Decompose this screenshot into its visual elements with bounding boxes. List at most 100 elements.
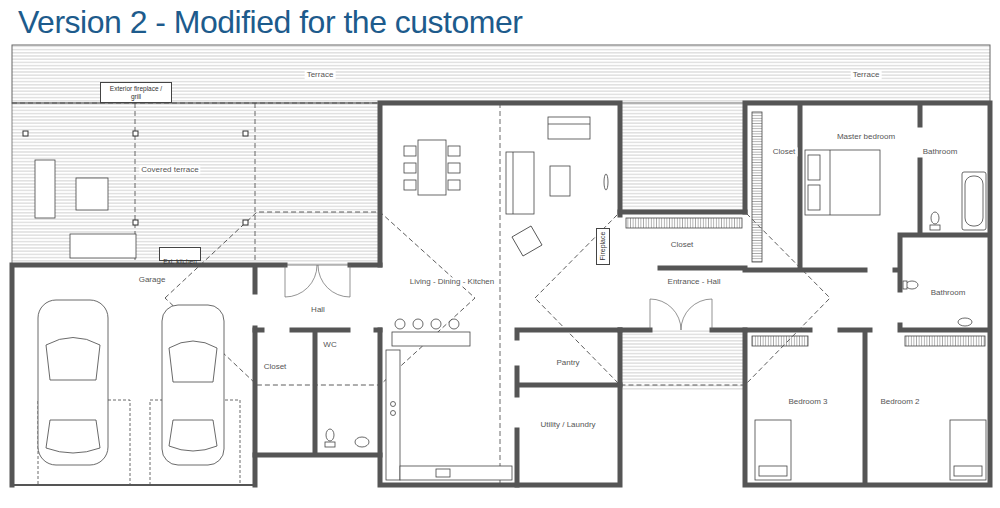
toilet <box>326 429 334 441</box>
hall-wall <box>255 330 380 455</box>
toilet-tank <box>903 281 907 289</box>
car <box>38 300 108 465</box>
bathtub-basin <box>965 176 983 226</box>
tv <box>604 174 608 190</box>
chair <box>404 146 416 156</box>
room-label: Closet <box>262 362 289 371</box>
post <box>133 220 138 225</box>
table <box>76 178 108 210</box>
garage-door <box>12 484 255 486</box>
closet-rail <box>752 112 762 262</box>
fireplace-grill-box: Exterior fireplace / grill <box>100 82 172 103</box>
sofa <box>506 152 534 214</box>
room-label: Living - Dining - Kitchen <box>408 277 496 286</box>
room-label: Closet <box>669 240 696 249</box>
car-windows <box>46 338 100 454</box>
pillow <box>759 466 787 476</box>
bed <box>805 150 880 215</box>
room-label: Pantry <box>554 358 581 367</box>
coffee-table <box>550 166 570 196</box>
pillow <box>808 155 820 180</box>
counter <box>400 466 512 480</box>
post <box>243 131 248 136</box>
stool <box>413 319 423 329</box>
sink <box>958 318 972 326</box>
post <box>133 131 138 136</box>
living-wall <box>380 103 620 485</box>
fireplace-box: Fireplace <box>596 228 610 265</box>
sink <box>436 469 450 477</box>
sink <box>355 437 369 447</box>
room-label: Bathroom <box>929 288 968 297</box>
stool <box>395 319 405 329</box>
bed <box>950 420 986 480</box>
closet-rail <box>905 336 985 346</box>
room-label: Hall <box>309 305 327 314</box>
sofa <box>35 160 55 218</box>
closet-rail <box>752 336 808 346</box>
car <box>162 305 224 465</box>
roof-diamond <box>165 212 830 385</box>
terrace-deck <box>12 45 990 103</box>
pantry-wall <box>517 330 620 485</box>
toilet-tank <box>325 442 335 447</box>
room-label: WC <box>321 340 338 349</box>
closet-rail <box>626 218 742 228</box>
sofa-back <box>513 152 514 214</box>
counter <box>386 350 400 480</box>
room-label: Garage <box>137 275 168 284</box>
kitchen-island <box>392 332 470 346</box>
terrace-posts <box>23 131 248 225</box>
toilet <box>931 212 939 224</box>
entrance-wall <box>620 212 745 330</box>
room-label: Bedroom 2 <box>878 397 921 406</box>
room-label: Entrance - Hall <box>666 277 723 286</box>
room-label: Master bedroom <box>835 132 897 141</box>
cooktop <box>391 411 396 416</box>
toilet <box>906 281 918 289</box>
furniture <box>35 112 986 485</box>
plan-title: Version 2 - Modified for the customer <box>18 4 522 41</box>
bed <box>755 420 791 480</box>
covered-terrace-deck <box>12 103 380 265</box>
roof-line <box>12 103 500 485</box>
stool <box>449 319 459 329</box>
bathtub <box>962 172 986 230</box>
post <box>23 131 28 136</box>
post <box>243 220 248 225</box>
sofa <box>70 234 136 258</box>
room-label: Terrace <box>851 70 882 79</box>
chair <box>448 163 460 173</box>
garage-wall <box>12 265 380 485</box>
door-swing <box>285 265 712 330</box>
chair <box>404 180 416 190</box>
pillow <box>954 466 982 476</box>
room-label: Bedroom 3 <box>786 397 829 406</box>
terrace-areas <box>12 45 990 390</box>
walls <box>12 103 990 485</box>
bed-cover <box>830 150 831 215</box>
toilet-tank <box>930 225 940 230</box>
bedroom-wing-wall <box>745 103 990 485</box>
box-text: Exterior fireplace / grill <box>104 85 168 99</box>
chair <box>448 180 460 190</box>
ext-kitchen-box: Ext. kitchen <box>159 247 201 261</box>
room-label: Bathroom <box>921 147 960 156</box>
entrance-deck <box>620 330 745 390</box>
box-text: Fireplace <box>599 232 607 261</box>
sofa <box>548 117 590 139</box>
courtyard-deck <box>620 103 745 212</box>
stool <box>431 319 441 329</box>
armchair <box>512 226 542 256</box>
cooktop <box>391 402 396 407</box>
dining-table <box>418 140 446 195</box>
room-label: Covered terrace <box>139 165 200 174</box>
sofa-back <box>548 124 590 125</box>
box-text: Ext. kitchen <box>163 258 197 265</box>
room-label: Closet <box>771 147 798 156</box>
pillow <box>808 185 820 210</box>
chair <box>404 163 416 173</box>
dashed-lines <box>12 103 830 485</box>
